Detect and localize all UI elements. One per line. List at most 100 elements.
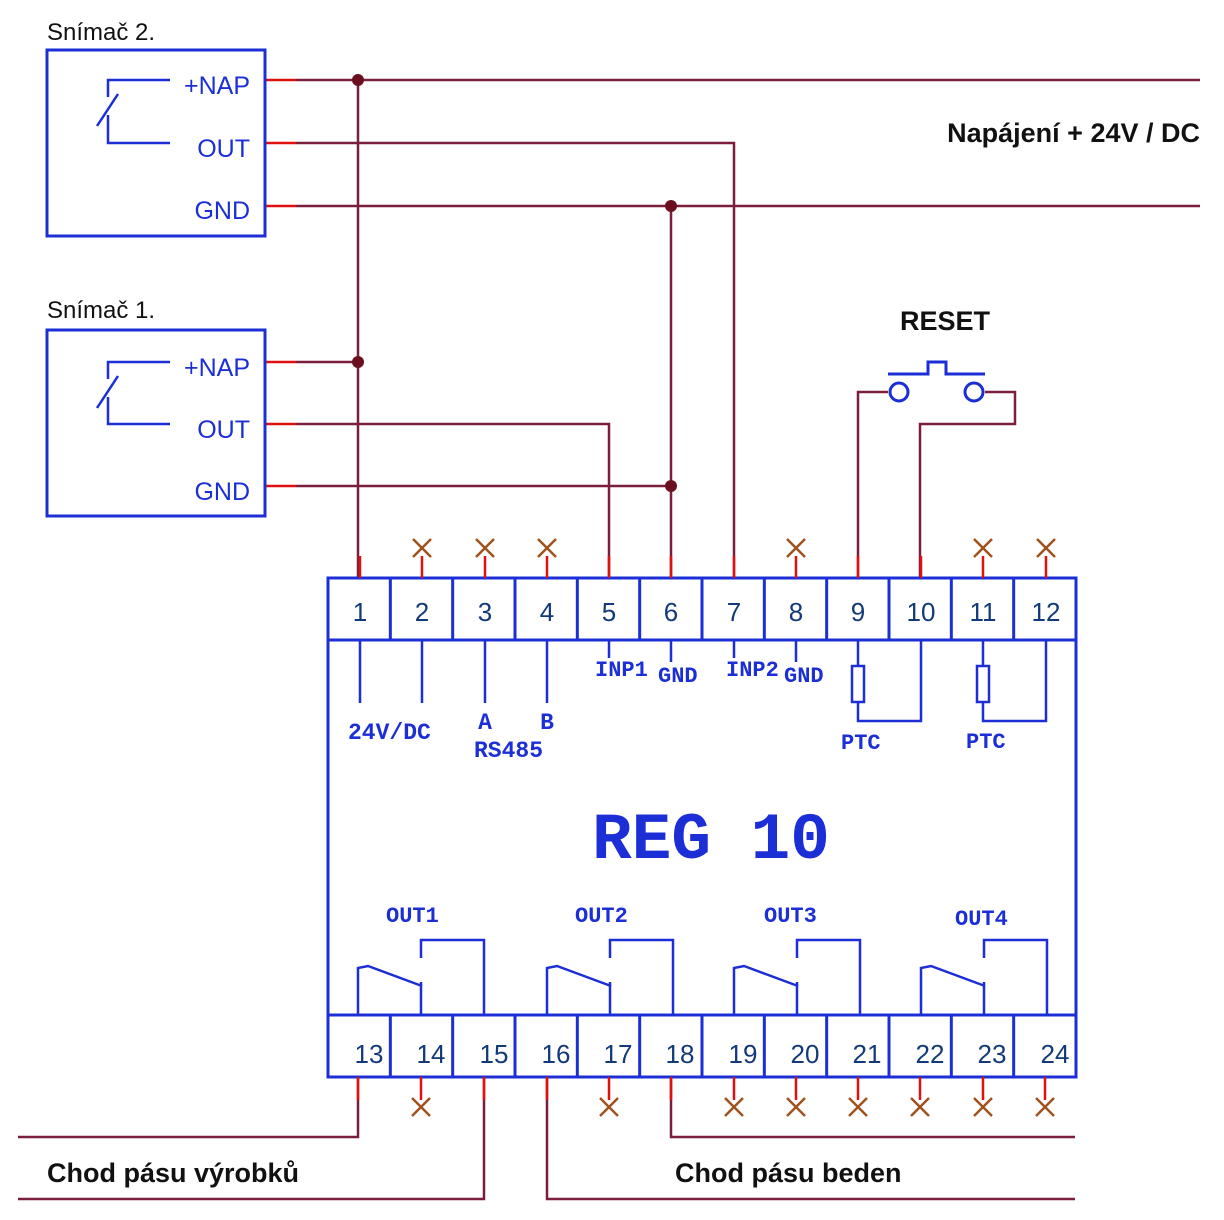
relay-lever	[919, 964, 986, 1015]
not-connected-cross	[786, 1097, 806, 1117]
relay-out2-label: OUT2	[575, 904, 628, 929]
reset-button-symbol: RESET	[888, 306, 991, 403]
label-gnd-8: GND	[784, 664, 824, 689]
terminal-7: 7	[727, 597, 741, 627]
sensor-1-contact-symbol	[95, 360, 170, 426]
cross-stroke	[537, 538, 557, 558]
not-connected-cross	[724, 1097, 744, 1117]
terminal-14: 14	[417, 1039, 446, 1069]
relay-lever	[356, 964, 423, 1015]
wire-belt-crates-1	[669, 1077, 1075, 1139]
cross-stroke	[1036, 538, 1056, 558]
cross-stroke	[786, 1097, 806, 1117]
terminal-24: 24	[1041, 1039, 1070, 1069]
relay-contacts	[356, 938, 1049, 1015]
sensor-2-pin-gnd: GND	[194, 197, 250, 225]
relay-contact-2	[545, 938, 675, 1015]
not-connected-cross	[537, 538, 557, 558]
not-connected-cross	[411, 1097, 431, 1117]
relay-output-labels: OUT1 OUT2 OUT3 OUT4	[386, 904, 1008, 932]
terminal-6: 6	[664, 597, 678, 627]
relay-contact-3	[732, 938, 862, 1015]
module-name: REG 10	[592, 803, 830, 878]
unconnected-markers	[411, 538, 1056, 1117]
label-a: A	[478, 710, 492, 736]
terminal-16: 16	[542, 1039, 571, 1069]
relay-nc-contact	[419, 938, 486, 1015]
sensor-2-contact-symbol	[95, 78, 170, 145]
label-ptc-1: PTC	[841, 731, 881, 756]
not-connected-cross	[412, 538, 432, 558]
relay-out4-label: OUT4	[955, 907, 1008, 932]
not-connected-cross	[848, 1097, 868, 1117]
wire-reset-9	[856, 390, 888, 578]
terminal-11: 11	[970, 597, 997, 627]
sensor-2-pin-out: OUT	[197, 135, 250, 163]
cross-stroke	[910, 1097, 930, 1117]
belt-products-label: Chod pásu výrobků	[47, 1158, 299, 1188]
terminal-8: 8	[789, 597, 803, 627]
junction-node	[352, 74, 364, 86]
terminal-23: 23	[978, 1039, 1007, 1069]
terminal-15: 15	[480, 1039, 509, 1069]
sensor-2-title: Snímač 2.	[47, 19, 155, 46]
cross-stroke	[599, 1097, 619, 1117]
junction-node	[352, 356, 364, 368]
reset-label: RESET	[900, 306, 991, 336]
terminal-5: 5	[602, 597, 616, 627]
relay-out1-label: OUT1	[386, 904, 439, 929]
cross-stroke	[973, 538, 993, 558]
sensor-2-pin-nap: +NAP	[184, 72, 250, 100]
label-rs485: RS485	[474, 738, 543, 764]
terminal-21: 21	[853, 1039, 882, 1069]
relay-nc-contact	[795, 938, 862, 1015]
terminal-17: 17	[604, 1039, 633, 1069]
sensor-1: Snímač 1. +NAP OUT GND	[45, 297, 267, 518]
bottom-terminal-numbers: 13 14 15 16 17 18 19 20 21 22 23 24	[355, 1039, 1070, 1069]
wire-belt-products-2	[18, 1077, 486, 1201]
sensor-1-title: Snímač 1.	[47, 297, 155, 324]
wire-belt-crates-2	[545, 1077, 1075, 1201]
not-connected-cross	[786, 538, 806, 558]
terminal-20: 20	[791, 1039, 820, 1069]
reg10-module: 1 2 3 4 5 6 7 8 9 10 11 12 13 14 15 16 1…	[326, 576, 1078, 1079]
terminal-18: 18	[666, 1039, 695, 1069]
belt-crates-label: Chod pásu beden	[675, 1158, 902, 1188]
sensor-1-pin-gnd: GND	[194, 478, 250, 506]
relay-contact-1	[356, 938, 486, 1015]
terminal-9: 9	[851, 597, 865, 627]
cross-stroke	[786, 538, 806, 558]
terminal-10: 10	[907, 597, 936, 627]
cross-stroke	[475, 538, 495, 558]
terminal-2: 2	[415, 597, 429, 627]
terminal-function-labels: 24V/DC A B RS485 INP1 GND INP2 GND PTC P…	[348, 658, 1006, 764]
internal-leads	[358, 640, 1048, 723]
junctions	[352, 74, 677, 492]
junction-node	[665, 200, 677, 212]
relay-out3-label: OUT3	[764, 904, 817, 929]
relay-contact-4	[919, 938, 1049, 1015]
cross-stroke	[724, 1097, 744, 1117]
terminal-12: 12	[1032, 597, 1061, 627]
cross-stroke	[411, 1097, 431, 1117]
sensor-2-box	[45, 48, 267, 238]
bottom-terminal-dividers	[388, 1015, 1016, 1077]
label-ptc-2: PTC	[966, 730, 1006, 755]
power-label: Napájení + 24V / DC	[947, 118, 1200, 148]
label-inp2: INP2	[726, 658, 779, 683]
top-terminal-numbers: 1 2 3 4 5 6 7 8 9 10 11 12	[353, 597, 1061, 627]
cross-stroke	[1035, 1097, 1055, 1117]
sensor-1-pin-out: OUT	[197, 416, 250, 444]
relay-lever	[732, 964, 799, 1015]
not-connected-cross	[973, 1097, 993, 1117]
terminal-3: 3	[478, 597, 492, 627]
wire-s1-out	[296, 422, 611, 578]
relay-nc-contact	[982, 938, 1049, 1015]
label-b: B	[540, 710, 554, 736]
module-terminal-stubs	[356, 556, 1048, 1100]
not-connected-cross	[599, 1097, 619, 1117]
terminal-19: 19	[729, 1039, 758, 1069]
not-connected-cross	[910, 1097, 930, 1117]
